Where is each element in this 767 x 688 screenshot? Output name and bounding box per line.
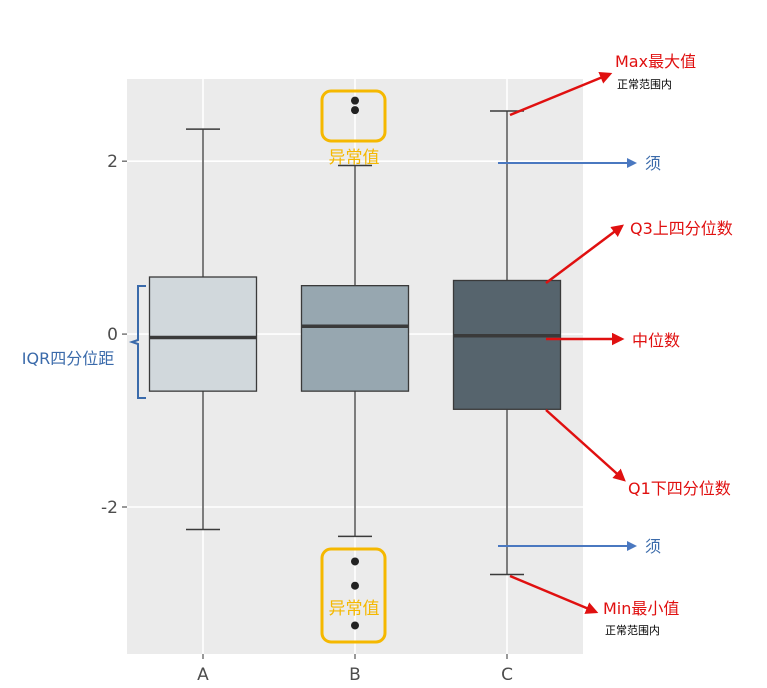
x-tick-label: B [349, 665, 361, 685]
max-sublabel: 正常范围内 [617, 77, 672, 91]
outlier-point [351, 106, 359, 115]
max-label: Max最大值 [615, 52, 696, 71]
min-arrow [509, 574, 599, 614]
iqr-box [300, 285, 410, 392]
whisker-label-lower: 须 [645, 537, 661, 556]
q3-label: Q3上四分位数 [630, 219, 733, 238]
iqr-box [452, 279, 562, 410]
outlier-frame-top [320, 89, 387, 143]
box-A [148, 128, 258, 531]
outlier-point [351, 581, 359, 590]
outlier-label-bottom: 异常值 [329, 599, 380, 619]
iqr-label: IQR四分位距 [22, 349, 114, 368]
outlier-frame-bottom [320, 547, 387, 644]
x-tick-label: C [501, 665, 513, 685]
max-arrow [509, 72, 613, 117]
q3-arrow [545, 224, 624, 284]
outlier-point [351, 621, 359, 630]
q1-arrow [545, 409, 626, 482]
iqr-bracket [128, 285, 146, 399]
axes: 2 0 -2A B C [101, 152, 513, 685]
min-sublabel: 正常范围内 [605, 623, 660, 637]
box-B [300, 96, 410, 630]
iqr-box [148, 276, 258, 392]
y-tick-label: 0 [107, 325, 118, 345]
median-label: 中位数 [632, 331, 680, 350]
outlier-point [351, 557, 359, 566]
q1-label: Q1下四分位数 [628, 479, 731, 498]
x-tick-label: A [197, 665, 209, 685]
y-tick-label: 2 [107, 152, 118, 172]
min-label: Min最小值 [603, 599, 679, 618]
boxes [148, 96, 562, 630]
outlier-label-top: 异常值 [329, 148, 380, 168]
y-tick-label: -2 [101, 498, 118, 518]
outlier-point [351, 96, 359, 105]
whisker-label-upper: 须 [645, 154, 661, 173]
